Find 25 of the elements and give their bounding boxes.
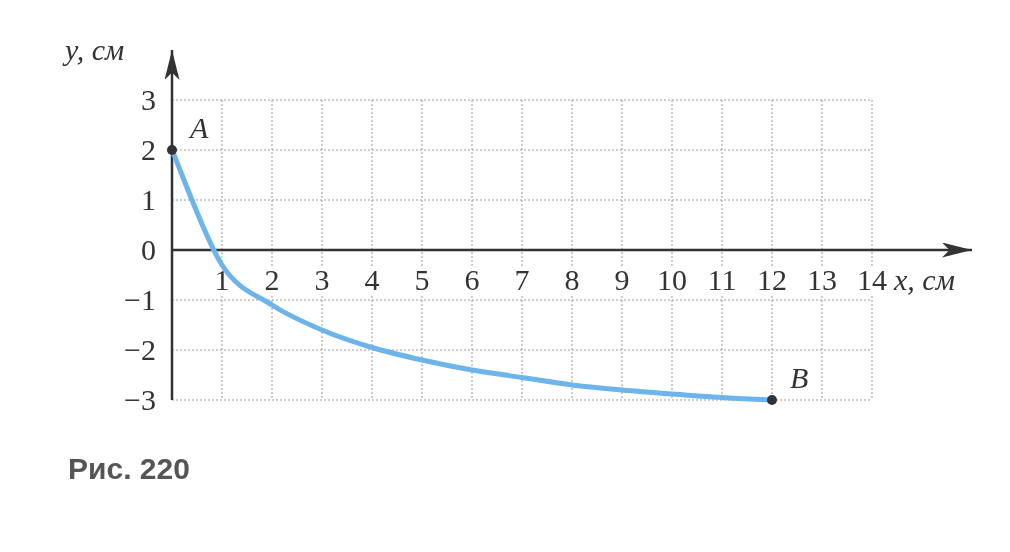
figure-caption: Рис. 220 [68,452,190,486]
tick-label: 2 [141,133,156,166]
tick-label: 11 [707,263,737,296]
tick-label: 4 [364,263,380,296]
tick-label: 6 [464,263,480,296]
tick-label: 5 [414,263,430,296]
tick-label: 8 [564,263,580,296]
tick-label: 12 [757,263,787,296]
tick-label: 9 [614,263,630,296]
tick-label: −2 [124,333,156,366]
tick-label: 1 [214,263,230,296]
tick-label: −3 [124,383,156,416]
tick-label: 10 [657,263,687,296]
tick-label: 0 [141,233,156,266]
tick-label: −1 [124,283,156,316]
tick-label: 3 [314,263,330,296]
tick-label: 1 [141,183,156,216]
tick-label: 3 [141,83,156,116]
tick-label: 2 [264,263,280,296]
tick-label: 13 [807,263,837,296]
point-label: A [190,111,209,144]
tick-label: 14 [857,263,887,296]
axis-label: x, см [894,263,955,296]
point-label: B [790,361,809,394]
tick-label: 7 [514,263,530,296]
